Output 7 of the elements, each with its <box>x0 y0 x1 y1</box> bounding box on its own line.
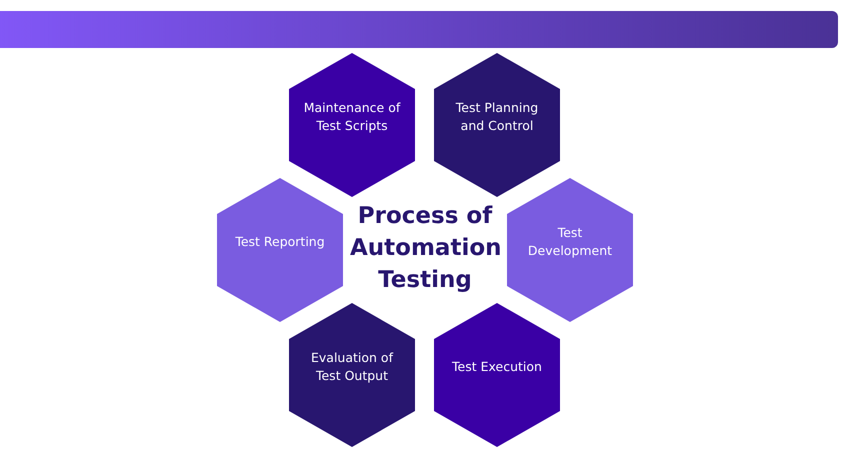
step-label: Maintenance of Test Scripts <box>302 99 402 135</box>
step-label: Test Planning and Control <box>454 99 540 135</box>
step-label: Test Execution <box>452 358 542 376</box>
step-label: Evaluation of Test Output <box>310 349 394 385</box>
diagram-title: Process of Automation Testing <box>350 202 500 295</box>
step-label: Test Development <box>526 224 614 260</box>
step-label: Test Reporting <box>235 233 325 251</box>
